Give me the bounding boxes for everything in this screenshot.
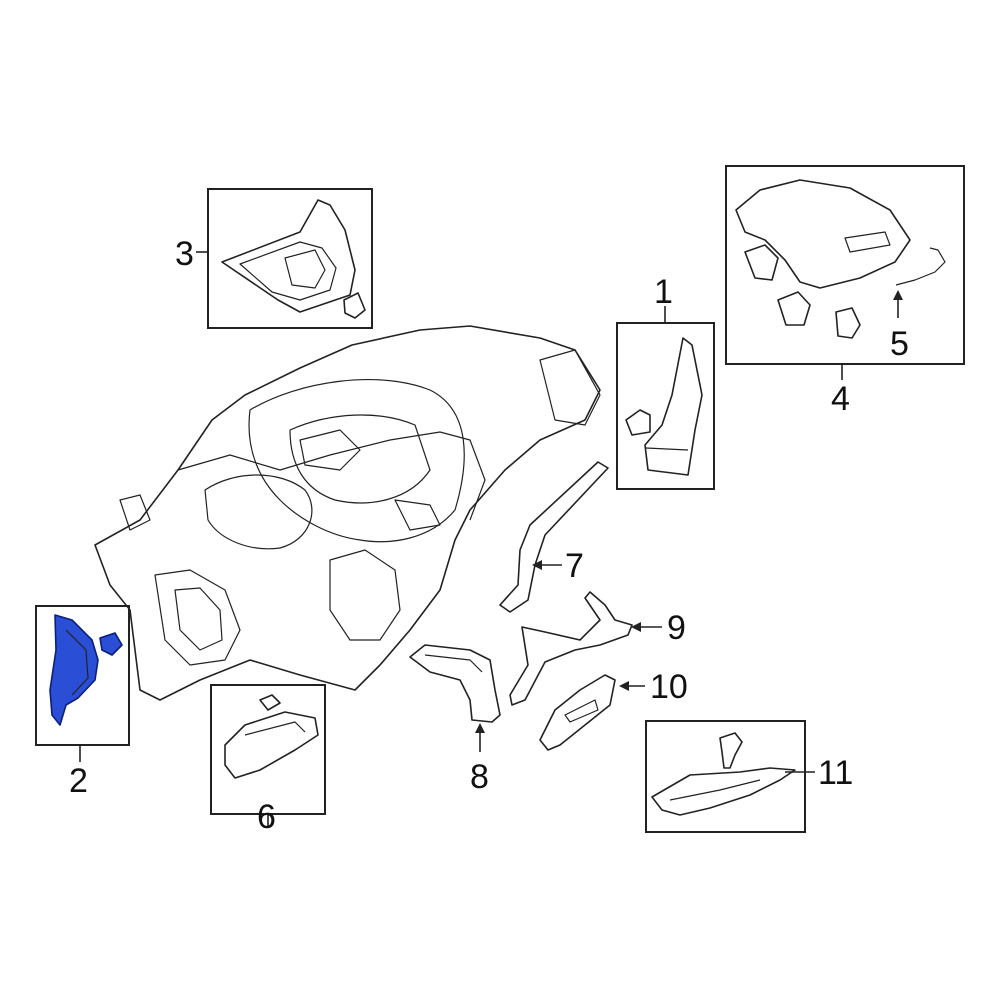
callout-9: 9	[667, 609, 686, 647]
top-cover-part	[735, 179, 911, 289]
knee-panel-part	[539, 674, 616, 751]
callout-2: 2	[69, 762, 88, 800]
callout-7: 7	[565, 547, 584, 585]
bracket-part	[224, 711, 319, 779]
part-7-group: 7	[499, 461, 609, 613]
callout-10: 10	[650, 668, 688, 706]
clip-part	[625, 409, 651, 436]
center-bezel-part	[221, 199, 356, 313]
callout-6: 6	[257, 798, 276, 836]
callout-8: 8	[470, 758, 489, 796]
side-trim-part	[644, 337, 703, 476]
part-10-group: 10	[539, 668, 688, 751]
part-11-box	[645, 720, 806, 833]
lower-cover-part	[651, 767, 796, 816]
pillar-strip-part	[499, 461, 609, 613]
part-2-box	[35, 605, 130, 746]
callout-1: 1	[654, 273, 673, 311]
instrument-panel	[94, 325, 601, 701]
clip-b-part	[777, 291, 811, 326]
wire-part	[895, 247, 946, 286]
part-3-group: 3	[175, 188, 373, 329]
callout-4: 4	[831, 380, 850, 418]
part-9-group: 9	[509, 591, 686, 706]
callout-3: 3	[175, 235, 194, 273]
knee-frame-part	[509, 591, 633, 706]
highlighted-clip-part	[99, 632, 123, 656]
clip-c-part	[835, 307, 861, 339]
push-pin-part	[719, 732, 743, 769]
callout-5: 5	[890, 325, 909, 363]
part-3-box	[207, 188, 373, 329]
part-11-group: 11	[645, 720, 853, 833]
clip-a-part	[744, 244, 779, 281]
knob-part	[343, 292, 366, 319]
part-2-group: 2	[35, 605, 130, 800]
nut-part	[259, 694, 281, 711]
part-4-group: 4 5	[725, 165, 965, 418]
part-1-group: 1	[616, 273, 715, 490]
callout-11: 11	[818, 754, 853, 792]
lower-trim-part	[409, 644, 501, 723]
part-8-group: 8	[409, 644, 501, 796]
highlighted-side-panel-part	[49, 614, 99, 726]
part-6-group: 6	[210, 684, 326, 836]
part-4-box	[725, 165, 965, 365]
